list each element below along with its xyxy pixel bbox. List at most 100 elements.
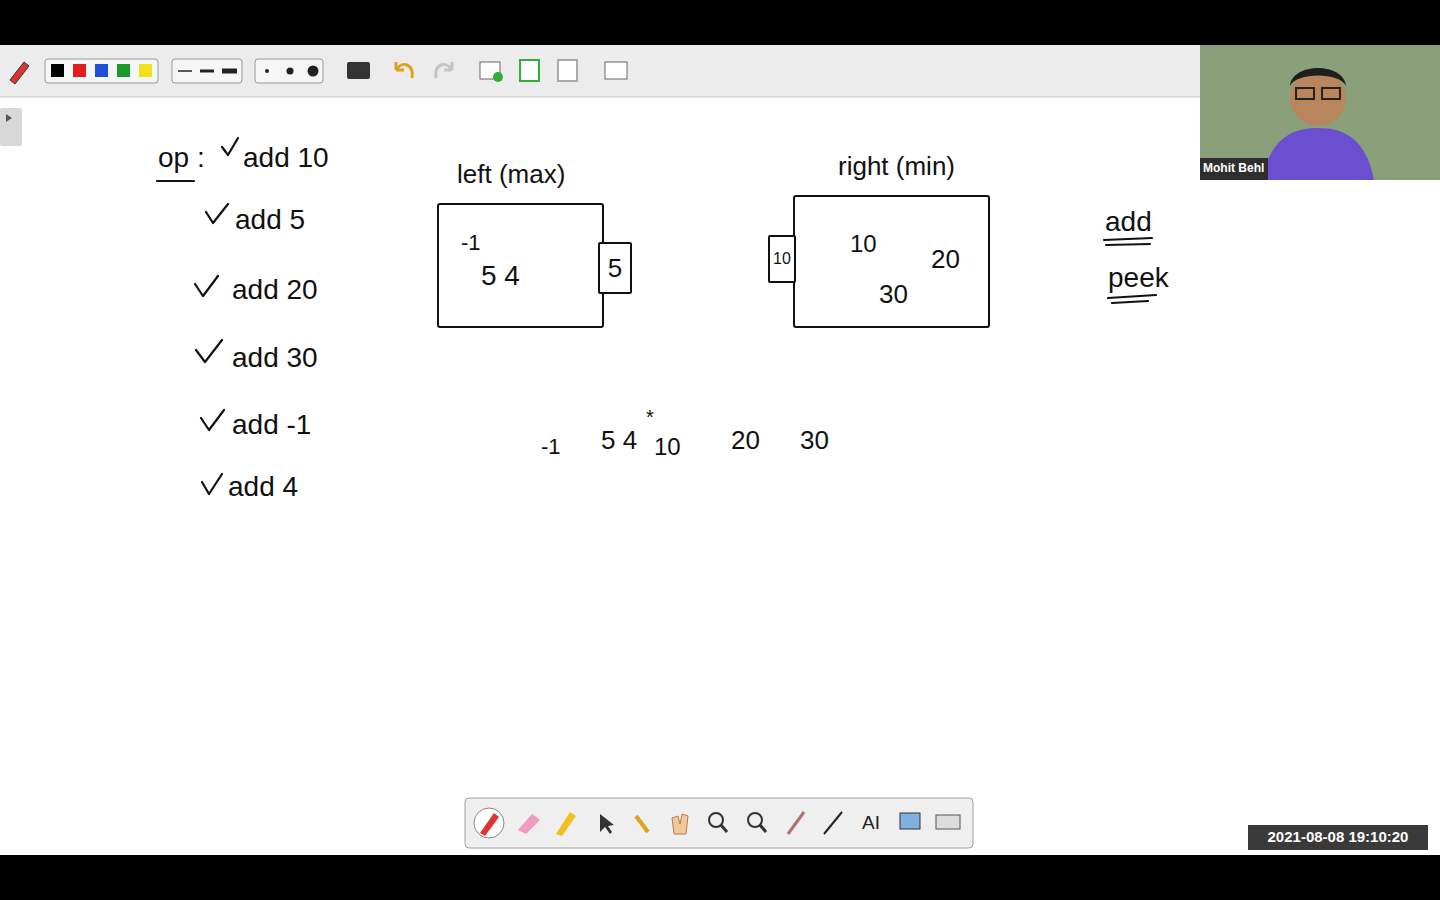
toolbar-panel [465,798,973,848]
hand-icon [672,814,688,834]
top-value: 5 [608,254,622,283]
check-mark [195,276,218,296]
zoom-in-icon [721,825,727,832]
sequence-value: * [646,406,654,428]
swatch [139,64,152,77]
underline [1104,238,1152,240]
operation-name: peek [1108,263,1169,294]
sequence-value: 5 4 [601,426,637,455]
timestamp-box [1248,825,1428,850]
keyboard-icon [347,62,370,79]
swatch [73,64,86,77]
add-badge [493,72,503,82]
video-thumbnail [1200,45,1440,180]
swatch [95,64,108,77]
side-tab-arrow [6,114,12,122]
picker-icon [788,812,804,834]
pen-icon [10,62,29,84]
zoom-out-icon [748,813,762,827]
operation-step: add 20 [232,275,318,306]
underline [1112,301,1148,303]
check-mark [202,474,222,494]
top-element-box: 10 [768,235,796,283]
operation-step: add 30 [232,343,318,374]
side-tab [0,108,22,146]
glasses [1296,88,1314,99]
screen-icon [605,62,627,79]
sequence-value: -1 [541,435,561,459]
heap-value: -1 [461,231,481,255]
sequence-value: 20 [731,426,760,455]
pen-selected [474,808,504,838]
person-hair [1290,68,1346,86]
toolbar-edge [0,97,1200,98]
width-icon [200,70,214,73]
tool-label: AI [862,813,880,834]
page-icon [520,60,539,81]
width-group [172,59,242,83]
keyboard-icon [936,815,960,829]
name-tag [1200,158,1268,180]
heap-value: 20 [931,245,960,274]
top-element-box: 5 [598,242,632,294]
check-mark [206,204,228,223]
underline [1108,295,1156,298]
top-bar [0,0,1440,45]
operation-step: add 5 [235,205,305,236]
presenter-name: Mohit Behl [1203,162,1264,175]
check-mark [196,340,222,362]
line-icon [824,812,842,834]
pointer-icon [600,814,614,834]
heap-value: 30 [879,280,908,309]
check-mark [201,410,224,430]
page-icon [558,60,577,81]
heap-heading: right (min) [838,138,990,195]
zoom-out-icon [760,825,766,832]
swatch [117,64,130,77]
pen-icon [480,813,499,836]
width-icon [178,70,192,72]
heap-box: right (min) 10 20 30 [793,138,990,328]
person-body [1262,128,1374,180]
dot-icon [265,69,269,73]
swatch [51,64,64,77]
toolbar [0,45,1200,97]
eraser-icon [518,814,540,834]
sequence-value: 30 [800,426,829,455]
heap-outline: -15 4 [437,203,604,328]
toolbar-icons [10,59,627,84]
dot-icon [287,68,294,75]
video-ground [1200,45,1440,180]
timestamp: 2021-08-08 19:10:20 [1268,829,1409,846]
redo-icon [436,62,452,78]
operation-name: add [1105,207,1152,238]
operation-step: add 10 [243,143,329,174]
heap-value: 5 4 [481,261,520,292]
highlighter-icon [556,812,576,836]
heap-outline: 10 20 30 [793,195,990,328]
width-icon [222,69,237,74]
bottom-toolbar [465,798,973,848]
laser-icon [636,816,648,832]
heap-heading: left (max) [457,146,604,203]
screen-icon [900,813,920,829]
heap-value: 10 [850,231,877,257]
operation-step: add 4 [228,472,298,503]
glasses [1322,88,1340,99]
top-value: 10 [773,250,791,268]
color-group [45,59,158,83]
heap-box: left (max)-15 4 [437,146,604,328]
check-mark [222,138,238,155]
operation-step: add -1 [232,410,311,441]
ink [157,138,1156,494]
dot-group [255,59,323,83]
zoom-in-icon [709,813,723,827]
underline [1106,244,1150,245]
sequence-value: 10 [654,434,681,460]
dot-icon [308,66,319,77]
bottom-bar [0,855,1440,900]
underline [157,180,194,182]
